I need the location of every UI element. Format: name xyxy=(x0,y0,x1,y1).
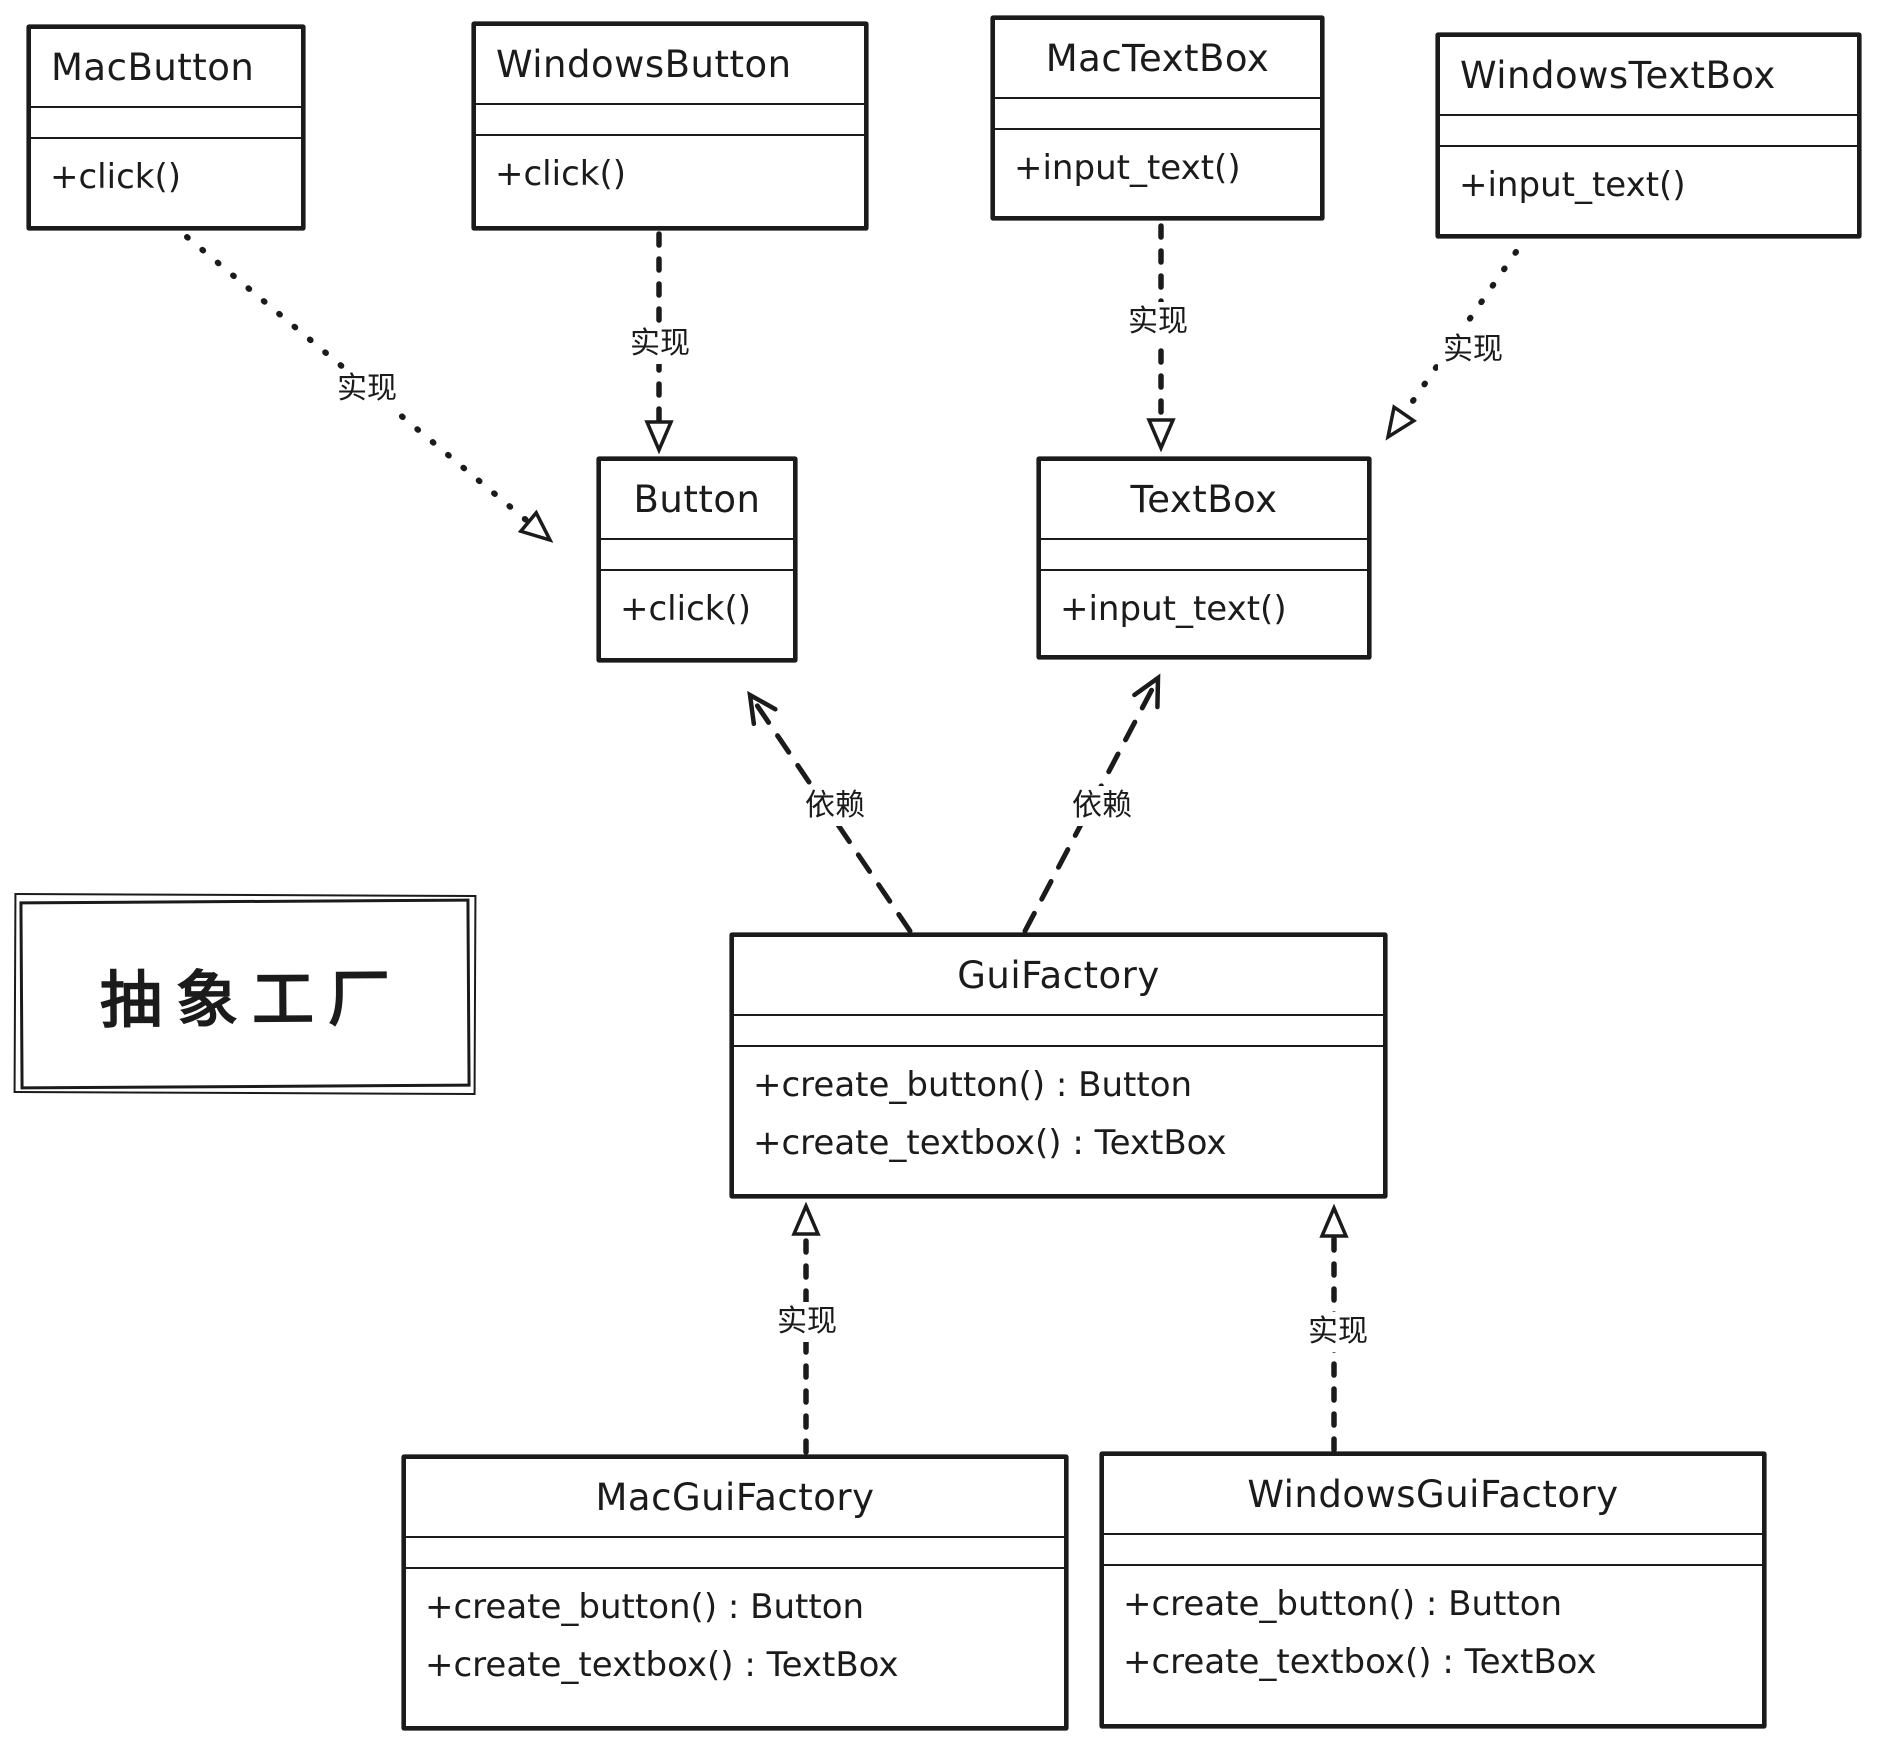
class-attributes-empty xyxy=(406,1538,1064,1569)
class-title: WindowsButton xyxy=(476,26,864,105)
class-title: MacTextBox xyxy=(995,20,1320,99)
class-method: +create_textbox() : TextBox xyxy=(425,1645,899,1685)
class-methods: +create_button() : Button +create_textbo… xyxy=(1104,1566,1762,1724)
class-title: Button xyxy=(601,461,793,540)
edge-label-realization[interactable]: 实现 xyxy=(1303,1312,1373,1352)
class-title: GuiFactory xyxy=(734,937,1383,1016)
class-attributes-empty xyxy=(1104,1535,1762,1566)
class-methods: +click() xyxy=(476,136,864,226)
edge-label-realization[interactable]: 实现 xyxy=(1438,330,1508,370)
class-box-windowsguifactory[interactable]: WindowsGuiFactory +create_button() : But… xyxy=(1100,1452,1766,1728)
class-attributes-empty xyxy=(31,108,301,139)
class-methods: +create_button() : Button +create_textbo… xyxy=(734,1047,1383,1194)
edge-realization-macbutton-button[interactable] xyxy=(184,234,550,543)
class-methods: +click() xyxy=(31,139,301,226)
class-title: WindowsGuiFactory xyxy=(1104,1456,1762,1535)
class-box-textbox[interactable]: TextBox +input_text() xyxy=(1037,457,1371,659)
edge-label-dependency[interactable]: 依赖 xyxy=(1067,786,1137,826)
class-title: MacGuiFactory xyxy=(406,1459,1064,1538)
class-method: +click() xyxy=(620,589,751,629)
class-box-mactextbox[interactable]: MacTextBox +input_text() xyxy=(991,16,1324,220)
class-method: +create_button() : Button xyxy=(425,1587,865,1627)
class-methods: +input_text() xyxy=(995,130,1320,216)
class-attributes-empty xyxy=(734,1016,1383,1047)
class-title: WindowsTextBox xyxy=(1440,37,1857,116)
class-attributes-empty xyxy=(1440,116,1857,147)
class-methods: +input_text() xyxy=(1041,571,1367,655)
class-methods: +create_button() : Button +create_textbo… xyxy=(406,1569,1064,1726)
class-box-guifactory[interactable]: GuiFactory +create_button() : Button +cr… xyxy=(730,933,1387,1198)
edge-label-realization[interactable]: 实现 xyxy=(332,369,402,409)
class-method: +create_button() : Button xyxy=(753,1065,1193,1105)
caption-text: 抽象工厂 xyxy=(99,962,405,1037)
class-title: MacButton xyxy=(31,29,301,108)
class-methods: +click() xyxy=(601,571,793,658)
class-attributes-empty xyxy=(601,540,793,571)
edge-label-realization[interactable]: 实现 xyxy=(1123,302,1193,342)
class-method: +input_text() xyxy=(1060,589,1287,629)
class-attributes-empty xyxy=(476,105,864,136)
class-method: +click() xyxy=(50,157,181,197)
class-method: +input_text() xyxy=(1459,165,1686,205)
class-attributes-empty xyxy=(1041,540,1367,571)
class-box-button[interactable]: Button +click() xyxy=(597,457,797,662)
edge-label-dependency[interactable]: 依赖 xyxy=(800,786,870,826)
class-box-macguifactory[interactable]: MacGuiFactory +create_button() : Button … xyxy=(402,1455,1068,1730)
class-attributes-empty xyxy=(995,99,1320,130)
edge-label-realization[interactable]: 实现 xyxy=(772,1302,842,1342)
class-method: +input_text() xyxy=(1014,148,1241,188)
class-method: +create_button() : Button xyxy=(1123,1584,1563,1624)
edge-realization-windowstextbox-textbox[interactable] xyxy=(1385,249,1519,437)
class-methods: +input_text() xyxy=(1440,147,1857,234)
edge-label-realization[interactable]: 实现 xyxy=(625,324,695,364)
class-method: +create_textbox() : TextBox xyxy=(753,1123,1227,1163)
class-box-windowsbutton[interactable]: WindowsButton +click() xyxy=(472,22,868,230)
class-box-windowstextbox[interactable]: WindowsTextBox +input_text() xyxy=(1436,33,1861,238)
class-method: +click() xyxy=(495,154,626,194)
caption-box[interactable]: 抽象工厂 xyxy=(19,898,471,1090)
class-title: TextBox xyxy=(1041,461,1367,540)
class-method: +create_textbox() : TextBox xyxy=(1123,1642,1597,1682)
class-box-macbutton[interactable]: MacButton +click() xyxy=(27,25,305,230)
